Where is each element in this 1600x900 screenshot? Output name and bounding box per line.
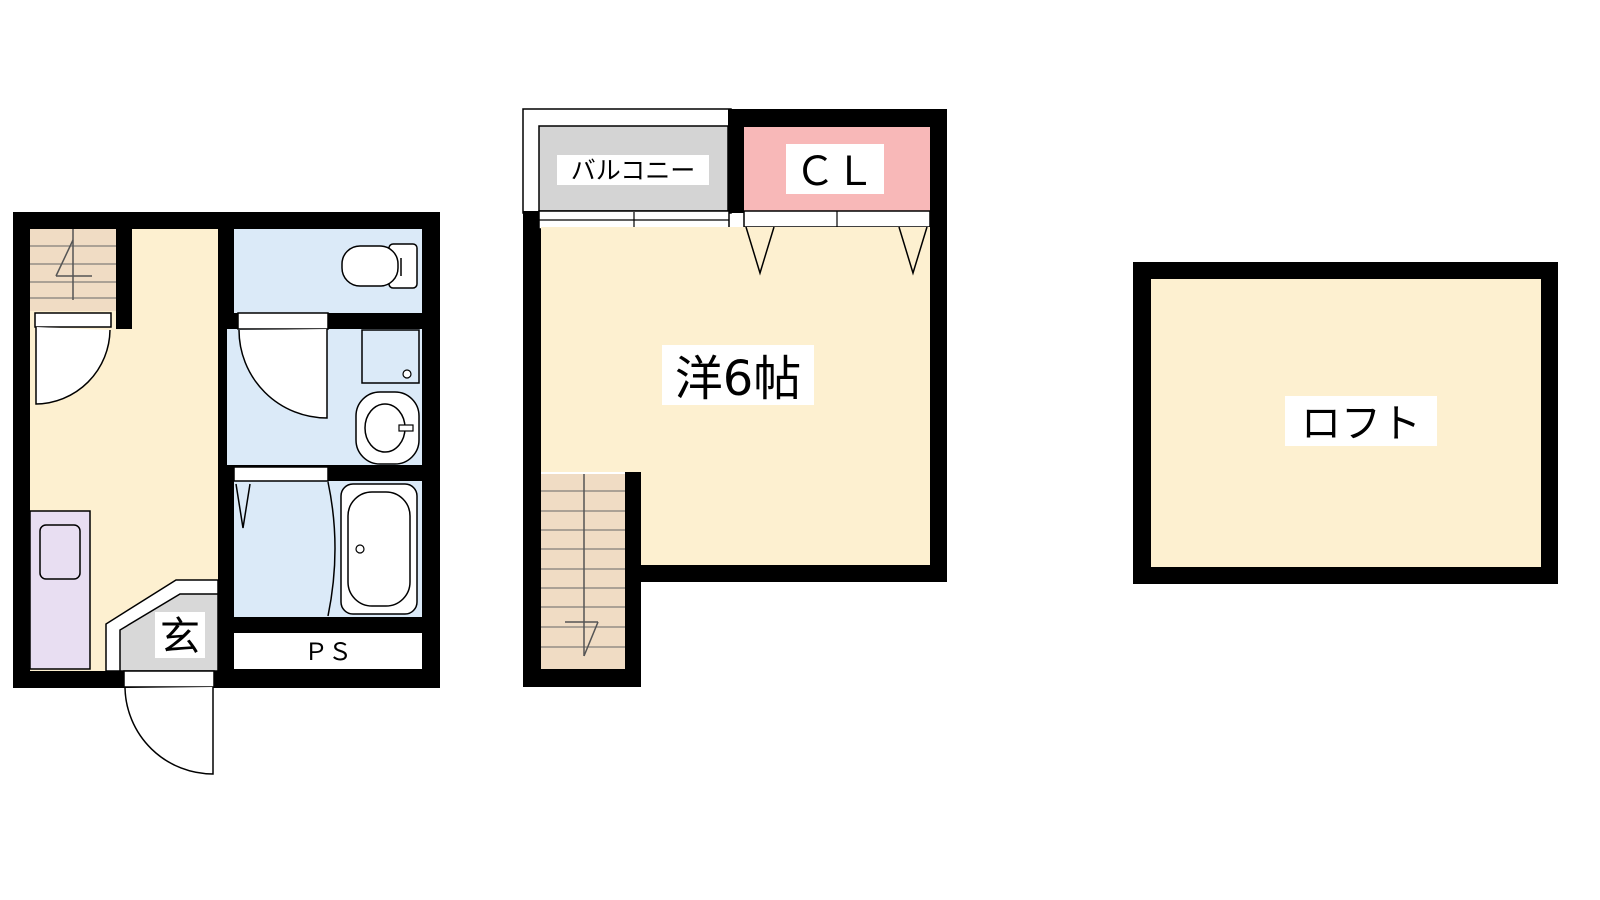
genkan-label: 玄 — [160, 614, 200, 660]
kitchen-counter — [29, 510, 91, 670]
loft-label: ロフト — [1301, 401, 1421, 447]
closet: ＣＬ — [744, 127, 930, 211]
pipe-space: ＰＳ — [234, 633, 422, 669]
toilet-room — [234, 229, 422, 313]
sink-icon — [39, 524, 81, 580]
western-room: 洋6帖 — [541, 226, 930, 565]
floor-1-stair-door[interactable] — [34, 312, 112, 405]
closet-folding-door[interactable] — [743, 210, 931, 228]
washbasin-icon — [355, 391, 420, 465]
genkan: 玄 — [105, 579, 219, 672]
floor-1: 玄 — [13, 212, 440, 775]
toilet-door[interactable] — [237, 312, 329, 419]
floor-2-stairs — [541, 474, 625, 669]
balcony-label: バルコニー — [571, 156, 696, 185]
ps-label: ＰＳ — [304, 638, 352, 666]
bathtub-icon — [340, 483, 418, 615]
washing-machine-icon — [361, 329, 420, 384]
loft: ロフト — [1133, 262, 1558, 584]
bathroom — [233, 466, 422, 617]
western-room-label: 洋6帖 — [675, 351, 802, 407]
toilet-icon — [341, 243, 418, 289]
balcony-sliding-window[interactable] — [538, 210, 730, 230]
entrance-door[interactable] — [123, 670, 215, 775]
washroom — [227, 312, 422, 465]
floor-2: バルコニー ＣＬ 洋6 — [522, 108, 947, 687]
floor-1-stairs — [30, 229, 116, 311]
closet-label: ＣＬ — [795, 149, 875, 195]
bathroom-folding-door[interactable] — [233, 466, 336, 617]
